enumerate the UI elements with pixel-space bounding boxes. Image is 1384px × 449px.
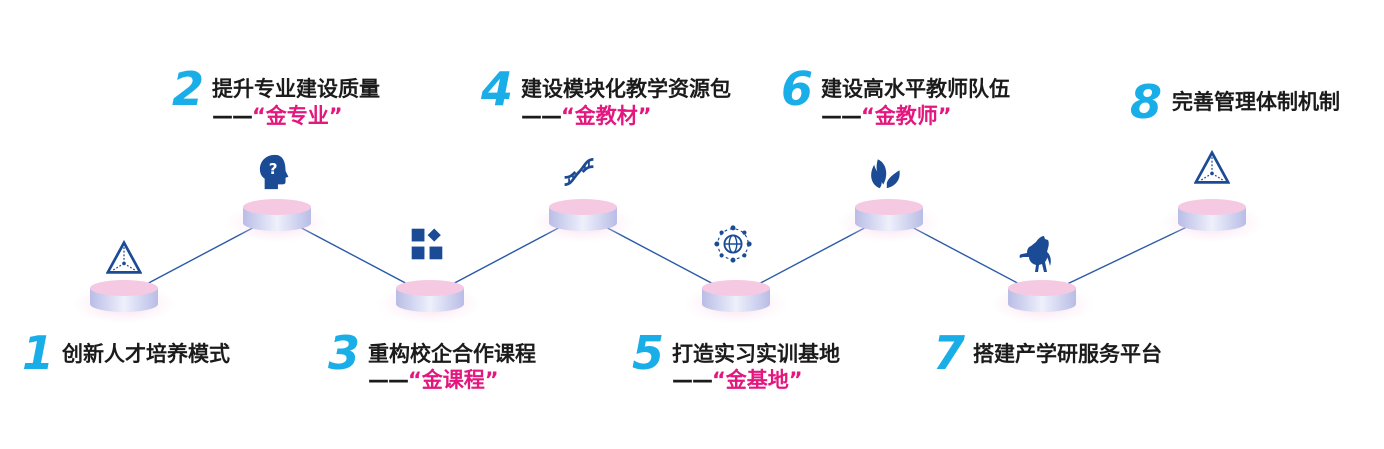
step-title: 提升专业建设质量 [212,77,380,101]
step-disc [684,280,788,324]
step-disc [531,199,635,243]
subtitle-dash: —— [368,368,409,392]
step-number: 2 [172,62,205,116]
step-number: 7 [933,326,966,380]
step-title: 建设模块化教学资源包 [521,77,731,101]
step-title: 搭建产学研服务平台 [973,342,1162,366]
step-disc [990,280,1094,324]
step-title: 重构校企合作课程 [368,342,536,366]
step-number: 6 [781,62,814,116]
step-subtitle: ——“金专业” [212,104,343,128]
subtitle-dash: —— [212,104,253,128]
step-disc [225,199,329,243]
step-title: 创新人才培养模式 [62,342,230,366]
triangle-icon [1194,151,1230,184]
network-globe-icon [714,225,752,263]
step-number: 4 [481,62,514,116]
step-number: 8 [1130,75,1163,129]
subtitle-dash: —— [672,368,713,392]
step-title: 建设高水平教师队伍 [821,77,1010,101]
subtitle-highlight: “金教材” [561,104,652,128]
leaves-icon [871,159,900,189]
step-number: 1 [22,326,55,380]
subtitle-highlight: “金课程” [408,368,499,392]
triangle-icon [106,241,142,274]
step-subtitle: ——“金教师” [821,104,952,128]
step-disc [1160,199,1264,243]
step-number: 5 [632,326,665,380]
subtitle-dash: —— [521,104,562,128]
step-discs [72,199,1264,324]
step-number: 3 [328,326,361,380]
step-title: 打造实习实训基地 [672,342,840,366]
subtitle-highlight: “金教师” [861,104,952,128]
subtitle-dash: —— [821,104,862,128]
blocks-icon [411,228,443,260]
step-disc [837,199,941,243]
step-subtitle: ——“金基地” [672,368,803,392]
step-subtitle: ——“金课程” [368,368,499,392]
step-disc [378,280,482,324]
step-subtitle: ——“金教材” [521,104,652,128]
subtitle-highlight: “金专业” [252,104,343,128]
head-question-icon [259,154,289,190]
subtitle-highlight: “金基地” [712,368,803,392]
step-disc [72,280,176,324]
horse-icon [1019,236,1051,272]
step-title: 完善管理体制机制 [1172,90,1340,114]
dna-icon [563,158,595,186]
